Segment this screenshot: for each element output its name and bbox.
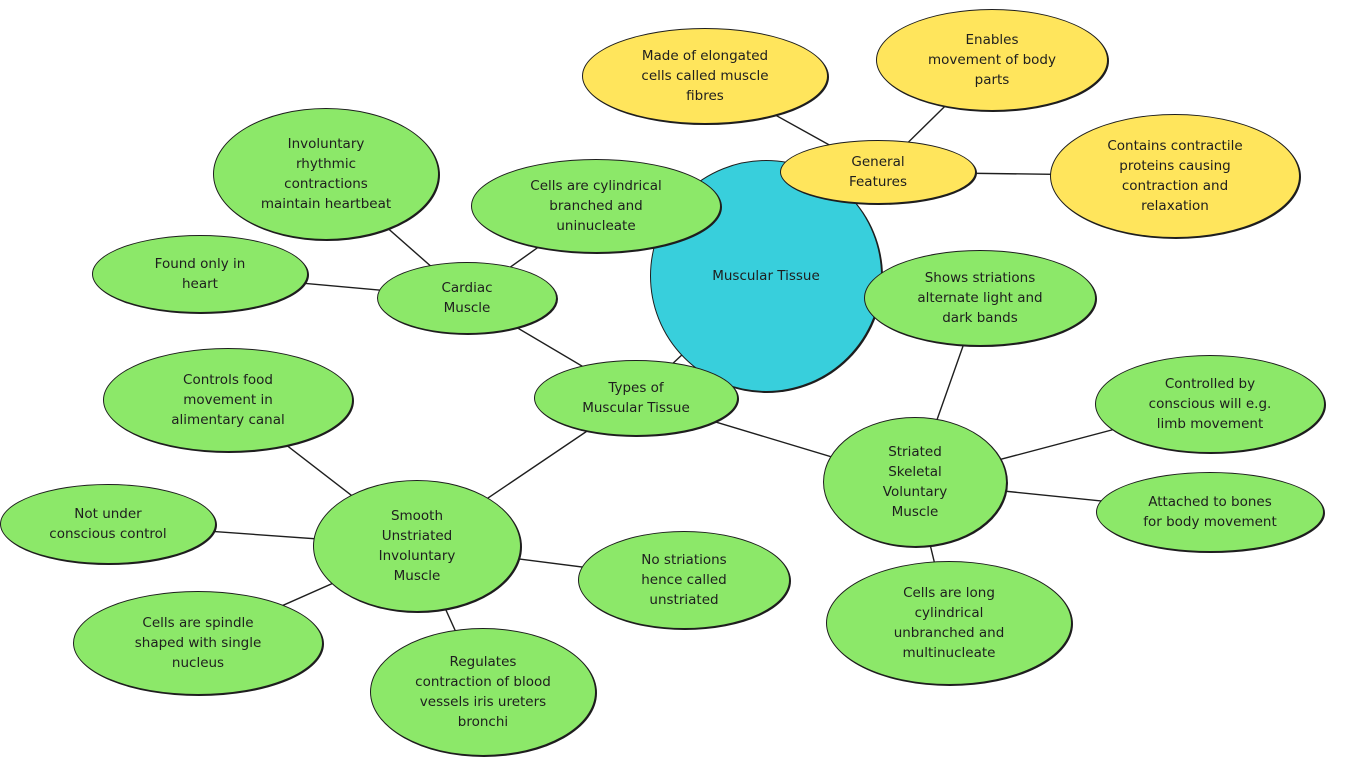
node-c3[interactable]: Cells are cylindrical branched and uninu… xyxy=(471,159,721,253)
node-ellipse xyxy=(377,262,557,334)
node-ellipse xyxy=(471,159,721,253)
node-label: Contains contractile proteins causing co… xyxy=(1107,138,1243,214)
node-ellipse xyxy=(780,140,976,204)
node-label: Muscular Tissue xyxy=(712,268,820,284)
node-ellipse xyxy=(313,480,521,612)
node-label: Cells are cylindrical branched and uninu… xyxy=(530,178,662,234)
node-s4[interactable]: Regulates contraction of blood vessels i… xyxy=(370,628,596,756)
node-label: Types of Muscular Tissue xyxy=(582,380,690,416)
node-label: Made of elongated cells called muscle fi… xyxy=(641,48,769,104)
node-label: Not under conscious control xyxy=(49,506,167,542)
node-ellipse xyxy=(826,561,1072,685)
node-ellipse xyxy=(213,108,439,240)
node-label: Striated Skeletal Voluntary Muscle xyxy=(882,444,948,520)
node-label: Cardiac Muscle xyxy=(441,280,493,316)
node-ellipse xyxy=(0,484,216,564)
node-label: General Features xyxy=(848,154,908,190)
node-ellipse xyxy=(864,250,1096,346)
node-ellipse xyxy=(1096,472,1324,552)
node-ellipse xyxy=(1095,355,1325,453)
node-label: Smooth Unstriated Involuntary Muscle xyxy=(378,508,456,584)
node-label: Involuntary rhythmic contractions mainta… xyxy=(260,136,392,212)
node-ellipse xyxy=(1050,114,1300,238)
node-label: Regulates contraction of blood vessels i… xyxy=(415,654,551,730)
node-striated[interactable]: Striated Skeletal Voluntary Muscle xyxy=(823,417,1007,547)
node-k2[interactable]: Controlled by conscious will e.g. limb m… xyxy=(1095,355,1325,453)
node-label: Attached to bones for body movement xyxy=(1143,494,1277,530)
node-ellipse xyxy=(876,9,1108,111)
node-c2[interactable]: Found only in heart xyxy=(92,235,308,313)
node-ellipse xyxy=(534,360,738,436)
node-k1[interactable]: Shows striations alternate light and dar… xyxy=(864,250,1096,346)
node-ellipse xyxy=(73,591,323,695)
node-k3[interactable]: Attached to bones for body movement xyxy=(1096,472,1324,552)
node-label: Found only in heart xyxy=(154,256,246,292)
node-label: Enables movement of body parts xyxy=(928,32,1056,88)
node-ellipse xyxy=(582,28,828,124)
node-s1[interactable]: Controls food movement in alimentary can… xyxy=(103,348,353,452)
node-label: No striations hence called unstriated xyxy=(641,552,727,608)
node-label: Cells are long cylindrical unbranched an… xyxy=(893,585,1005,661)
node-s2[interactable]: Not under conscious control xyxy=(0,484,216,564)
node-types[interactable]: Types of Muscular Tissue xyxy=(534,360,738,436)
node-gf2[interactable]: Enables movement of body parts xyxy=(876,9,1108,111)
node-label: Cells are spindle shaped with single nuc… xyxy=(134,615,262,671)
node-k4[interactable]: Cells are long cylindrical unbranched an… xyxy=(826,561,1072,685)
node-general[interactable]: General Features xyxy=(780,140,976,204)
node-gf1[interactable]: Made of elongated cells called muscle fi… xyxy=(582,28,828,124)
node-cardiac[interactable]: Cardiac Muscle xyxy=(377,262,557,334)
node-c1[interactable]: Involuntary rhythmic contractions mainta… xyxy=(213,108,439,240)
node-gf3[interactable]: Contains contractile proteins causing co… xyxy=(1050,114,1300,238)
node-ellipse xyxy=(103,348,353,452)
node-label: Controlled by conscious will e.g. limb m… xyxy=(1148,376,1272,432)
node-ellipse xyxy=(370,628,596,756)
node-s5[interactable]: No striations hence called unstriated xyxy=(578,531,790,629)
node-s3[interactable]: Cells are spindle shaped with single nuc… xyxy=(73,591,323,695)
node-ellipse xyxy=(578,531,790,629)
node-ellipse xyxy=(92,235,308,313)
node-ellipse xyxy=(823,417,1007,547)
node-label: Shows striations alternate light and dar… xyxy=(917,270,1043,326)
node-label: Controls food movement in alimentary can… xyxy=(171,372,285,428)
node-smooth[interactable]: Smooth Unstriated Involuntary Muscle xyxy=(313,480,521,612)
